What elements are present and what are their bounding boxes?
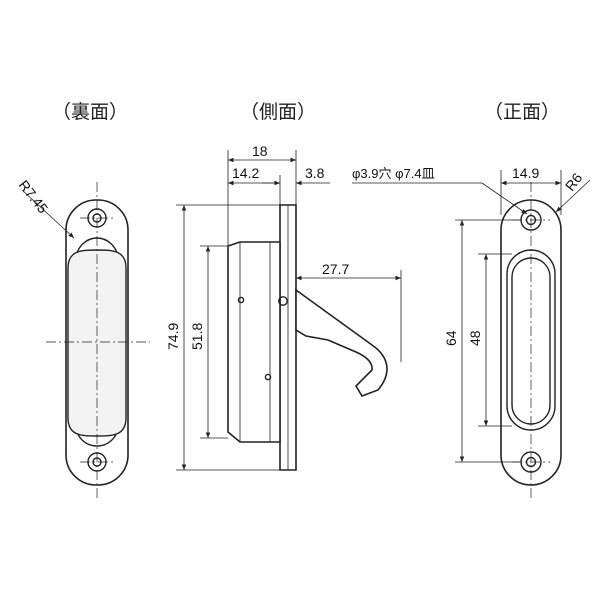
hole-callout: φ3.9穴 φ7.4皿 xyxy=(352,166,435,181)
dim-18: 18 xyxy=(252,143,268,159)
r6-label: R6 xyxy=(562,170,586,194)
r745-label: R7.45 xyxy=(16,177,52,216)
side-pivot xyxy=(278,296,288,306)
hole-leader xyxy=(481,182,528,215)
side-view: 18 14.2 3.8 74.9 51.8 27.7 xyxy=(165,143,402,471)
side-view-label: （側面） xyxy=(240,101,316,123)
side-pin-top xyxy=(237,296,245,304)
back-body xyxy=(67,249,127,437)
r745-leader xyxy=(21,189,75,239)
dim-518: 51.8 xyxy=(189,323,205,350)
dim-142: 14.2 xyxy=(232,165,259,181)
side-pin-bottom xyxy=(264,373,272,381)
front-view-label: （正面） xyxy=(484,101,560,123)
side-hook xyxy=(295,288,388,397)
dim-149: 14.9 xyxy=(512,165,539,181)
r6-leader xyxy=(555,179,591,213)
dim-38: 3.8 xyxy=(305,165,325,181)
side-body xyxy=(227,241,281,443)
dim-749: 74.9 xyxy=(165,323,181,350)
dim-48: 48 xyxy=(467,330,483,346)
dim-277: 27.7 xyxy=(322,261,349,277)
front-view: φ3.9穴 φ7.4皿 14.9 R6 64 48 xyxy=(352,165,591,500)
back-view-label: （裏面） xyxy=(52,101,128,123)
dim-64: 64 xyxy=(443,330,459,346)
back-view: R7.45 xyxy=(16,177,150,500)
